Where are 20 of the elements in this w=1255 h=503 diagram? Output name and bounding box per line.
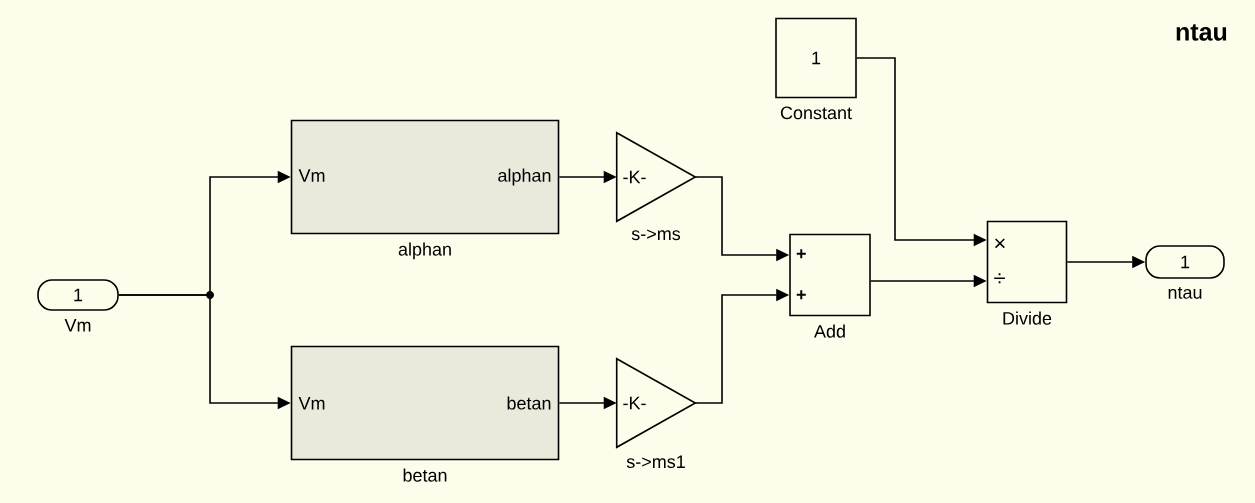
constant-block: 1 [775,17,857,99]
block-label: s->ms [631,229,681,241]
divide-block: × ÷ [986,220,1068,304]
gain-triangle: -K- [615,357,697,449]
block-label: Constant [780,106,852,120]
subsystem-block: Vm betan [290,345,560,461]
block-label: s->ms1 [626,455,685,469]
block-label: Vm [64,319,91,332]
block-label: betan [403,468,447,482]
diagram-title: ntau [1176,24,1227,41]
junction-dot [206,291,214,299]
inport-block: 1 [37,279,119,311]
block-label: Divide [1003,311,1052,325]
block-label: ntau [1168,287,1202,299]
block-label: alphan [398,242,451,260]
gain-triangle: -K- [615,131,697,223]
outport-block: 1 [1145,245,1225,279]
block-label: Add [814,324,845,338]
sum-block: + + [789,233,871,317]
subsystem-block: Vm alphan [290,119,560,235]
